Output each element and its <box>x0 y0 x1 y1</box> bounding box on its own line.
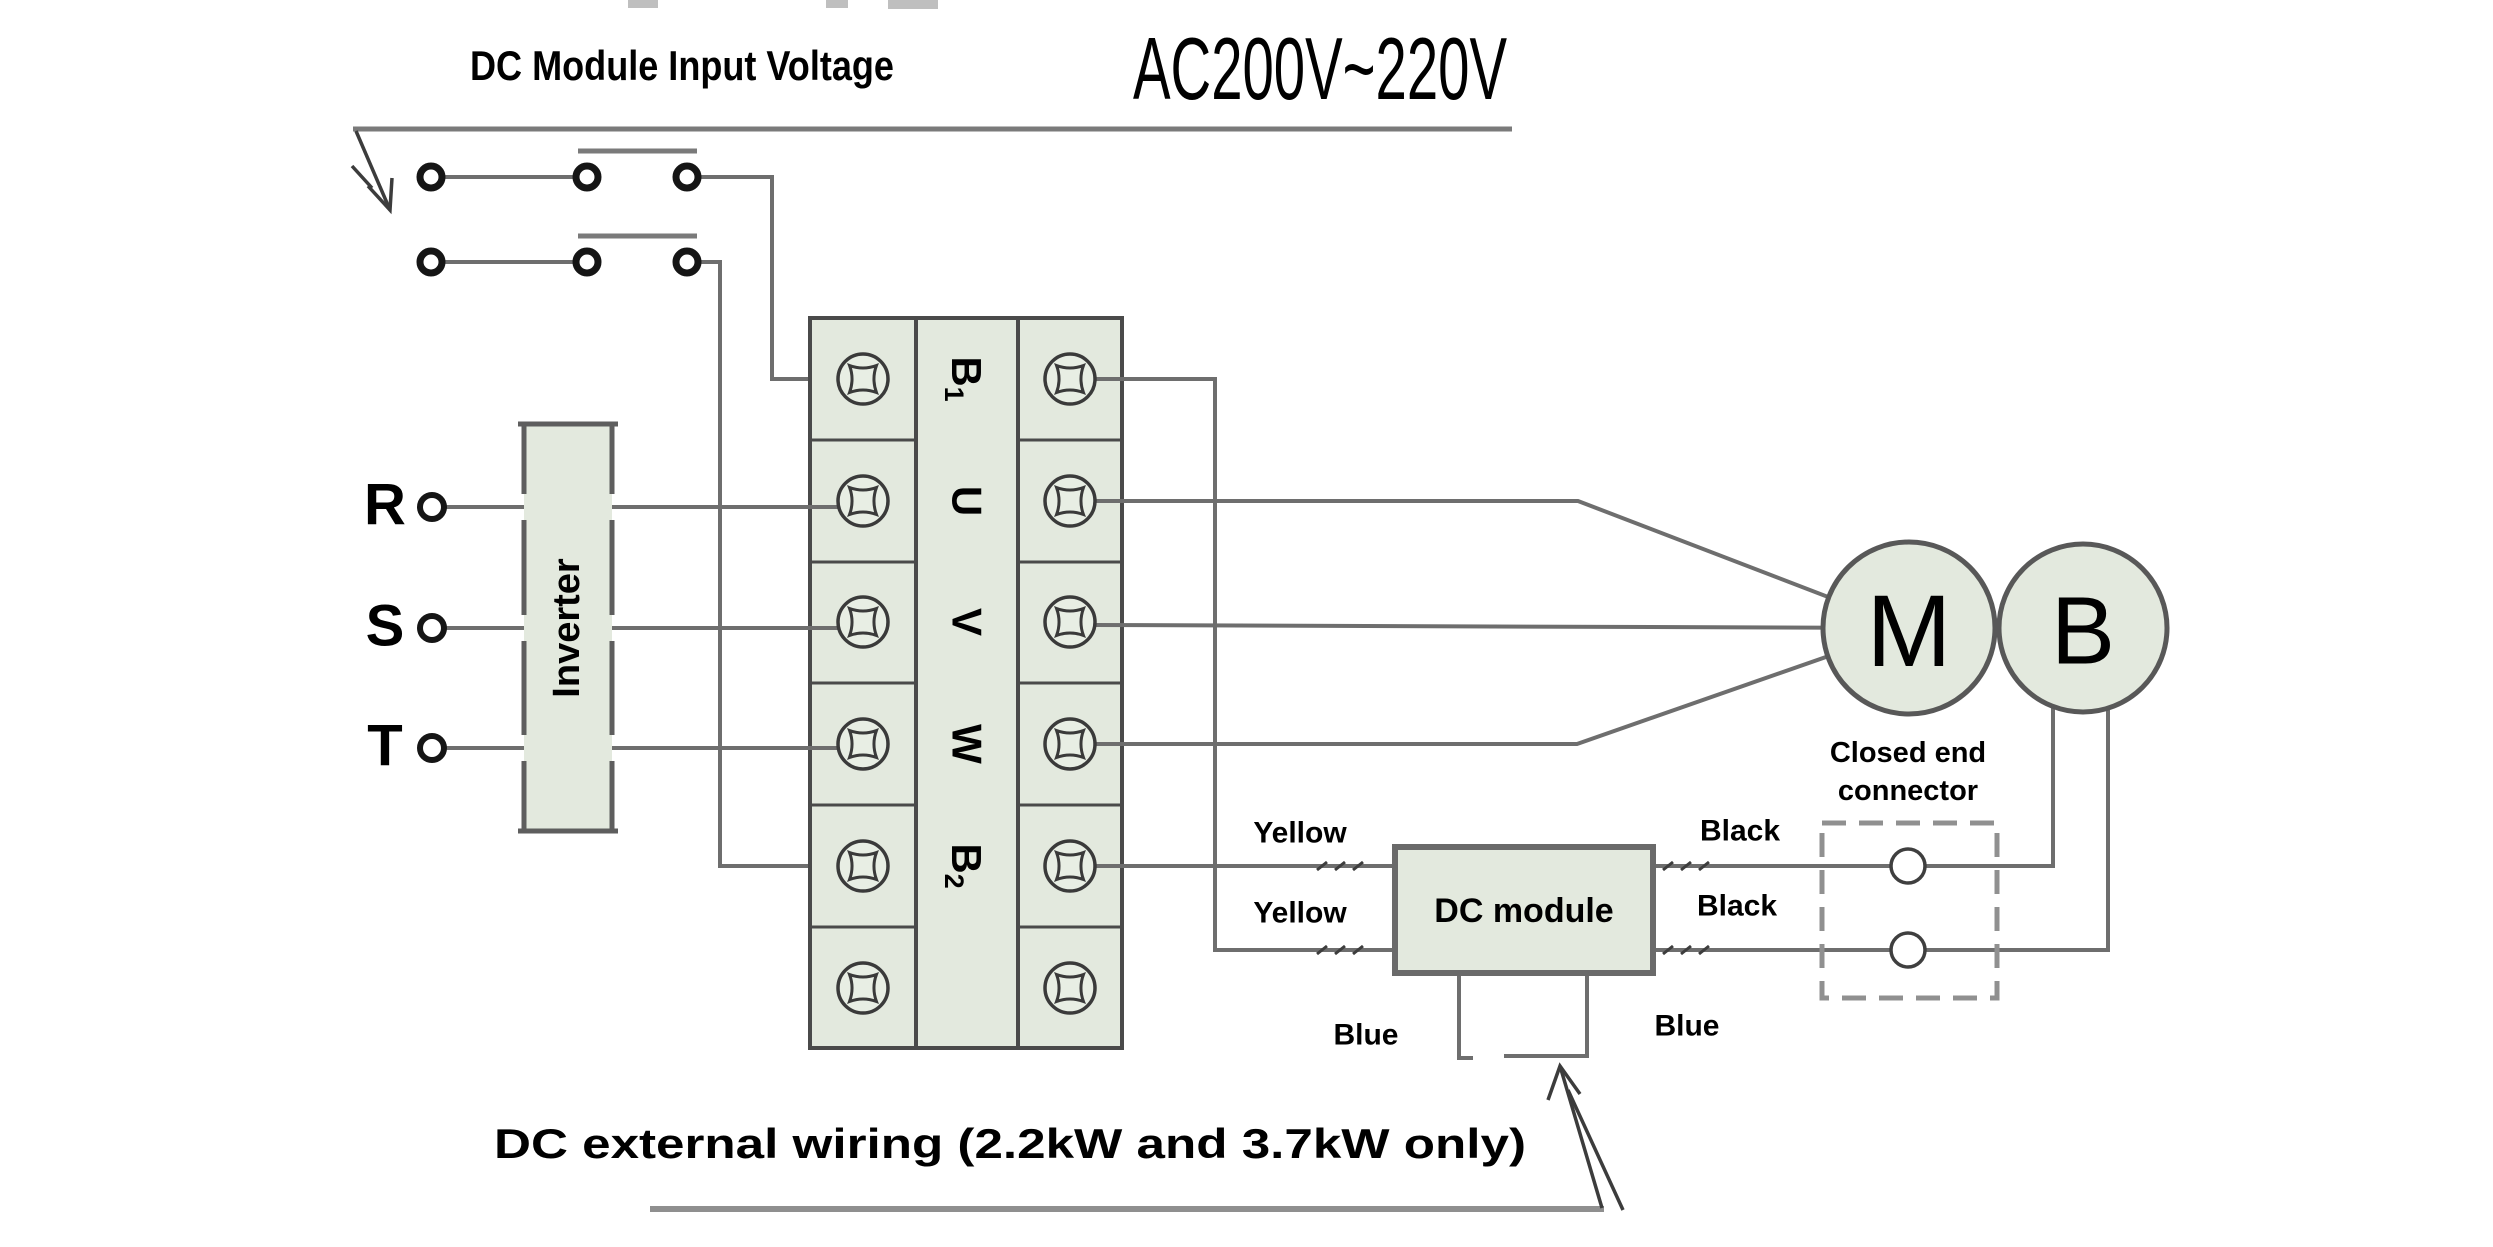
switch-contact-icon <box>672 247 702 277</box>
wire-black-bottom-to-brake <box>1653 650 2110 952</box>
terminal-screw-icon <box>834 350 892 408</box>
brake-label: B <box>2051 578 2115 685</box>
closed-end-connector-box <box>1819 820 2000 1001</box>
switch-contact-icon <box>416 247 446 277</box>
phase-r-terminal-icon <box>417 492 447 522</box>
terminal-screw-icon <box>1041 350 1099 408</box>
wire-label-blue-left: Blue <box>1333 1019 1398 1052</box>
phase-inputs: R S T <box>364 473 447 779</box>
wire-label-blue-right: Blue <box>1654 1010 1719 1043</box>
caption-arrow-shaft <box>1566 1089 1625 1211</box>
inverter-box-fill <box>524 424 612 831</box>
terminal-label-v: V <box>944 608 991 636</box>
terminal-block-label-strip <box>914 316 1020 1050</box>
switch-contact-icon <box>672 162 702 192</box>
caption-arrowhead-icon <box>1546 1062 1582 1101</box>
wire-w-to-motor <box>1096 626 1910 746</box>
caption: DC external wiring (2.2kW and 3.7kW only… <box>494 1120 1526 1167</box>
wire-switch-to-b2 <box>699 260 840 868</box>
terminal-screw-icon <box>1041 837 1099 895</box>
phase-s-terminal-icon <box>417 613 447 643</box>
wire-label-yellow-bottom: Yellow <box>1253 897 1347 930</box>
ac-line-arrowhead-icon <box>366 177 394 215</box>
terminal-screw-icon <box>834 472 892 530</box>
ac-line-arrowhead-icon <box>350 164 374 190</box>
terminal-screw-icon <box>1041 593 1099 651</box>
dc-module-box <box>1392 844 1656 976</box>
phase-t-terminal-icon <box>417 733 447 763</box>
dc-module-blue-stub-left <box>1457 973 1473 1060</box>
caption-arrow-shaft <box>1558 1065 1604 1209</box>
voltage-label: AC200V~220V <box>1133 19 1507 118</box>
dc-module-label: DC module <box>1434 892 1613 930</box>
terminal-label-w: W <box>944 724 991 764</box>
ac-line-arrow-shaft <box>354 130 392 211</box>
diagram-title: DC Module Input Voltage <box>470 42 894 89</box>
phase-s-label: S <box>366 594 405 659</box>
dc-module-blue-stub-right <box>1504 973 1589 1058</box>
inverter-label: Inverter <box>546 558 588 698</box>
terminal-screw-icon <box>1041 715 1099 773</box>
inverter-box: Inverter <box>518 421 618 834</box>
wire-label-black-top: Black <box>1700 815 1780 848</box>
closed-end-connector-label-line2: connector <box>1838 775 1978 807</box>
closed-end-connector-label-line1: Closed end <box>1830 737 1986 769</box>
wire-switch-to-b1 <box>699 175 840 381</box>
terminal-screw-icon <box>1041 472 1099 530</box>
top-crop-artifact <box>826 0 848 8</box>
wire-u-to-motor <box>1096 499 1910 630</box>
switch-contact-icon <box>572 162 602 192</box>
phase-t-label: T <box>367 714 402 779</box>
wire-crimp-marks <box>1316 860 1710 956</box>
terminal-label-b1: B1 <box>939 356 991 401</box>
terminal-block <box>808 316 1124 1050</box>
wire-label-black-bottom: Black <box>1697 890 1777 923</box>
wire-black-top-to-brake <box>1653 650 2055 868</box>
switch-contact-icon <box>416 162 446 192</box>
terminal-screw-icon <box>1041 959 1099 1017</box>
terminal-screw-icon <box>834 837 892 895</box>
wire-label-yellow-top: Yellow <box>1253 817 1347 850</box>
phase-r-label: R <box>364 473 406 538</box>
switch-contact-icon <box>572 247 602 277</box>
wire-v-to-motor <box>1095 623 1910 630</box>
terminal-screw-icon <box>834 959 892 1017</box>
top-crop-artifact <box>888 0 938 9</box>
terminal-labels: B1 U V W B2 <box>939 356 991 888</box>
terminal-label-b2: B2 <box>939 843 991 888</box>
motor-label: M <box>1867 574 1952 688</box>
wire-color-labels: Yellow Yellow Black Black Blue Blue <box>1253 815 1780 1052</box>
wire-b1-to-dc-module <box>1096 377 1395 952</box>
terminal-label-u: U <box>944 486 991 516</box>
brake-circle <box>1996 541 2170 715</box>
closed-end-connector-icon <box>1889 931 1927 969</box>
terminal-row-separators <box>810 438 1122 929</box>
terminal-screw-icon <box>834 593 892 651</box>
motor-circle <box>1820 539 1998 717</box>
terminal-screw-icon <box>834 715 892 773</box>
closed-end-connector-icon <box>1889 847 1927 885</box>
top-crop-artifact <box>628 0 658 8</box>
